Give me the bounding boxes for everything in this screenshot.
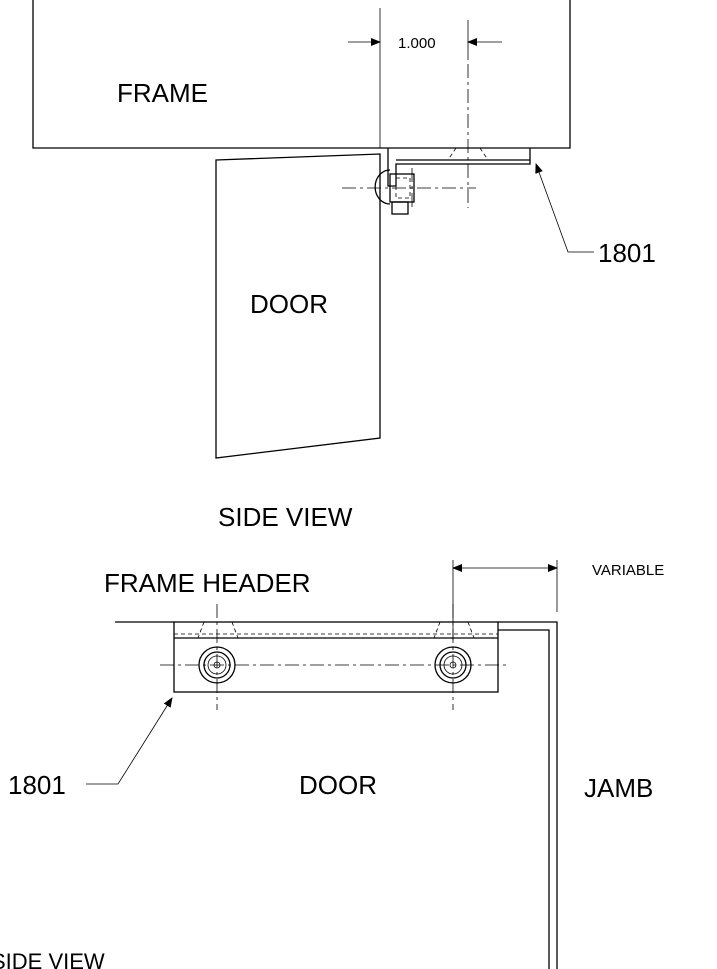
view-label-bottom: SIDE VIEW <box>0 949 105 969</box>
top-dimension-1000: 1.000 <box>348 8 502 148</box>
jamb-outer <box>498 621 558 969</box>
frame-label: FRAME <box>117 78 208 108</box>
plate-outline <box>173 621 499 693</box>
dim-value-1000: 1.000 <box>398 35 436 52</box>
door-label-bottom: DOOR <box>299 770 377 800</box>
screw-nut <box>391 201 409 215</box>
jamb-label: JAMB <box>584 773 653 803</box>
frame-header-label: FRAME HEADER <box>104 568 311 598</box>
countersink-hidden <box>447 147 489 161</box>
bottom-side-view: FRAME HEADER VARIABLE <box>0 560 664 969</box>
part-number-top: 1801 <box>598 238 656 268</box>
pivot-screw <box>374 169 415 215</box>
screw-hidden <box>395 177 411 199</box>
screw-head <box>374 169 391 205</box>
countersink-right-hidden <box>433 621 475 639</box>
part-leader-top <box>535 163 594 253</box>
frame-outline <box>32 0 571 149</box>
variable-dimension: VARIABLE <box>452 560 664 640</box>
jamb-inner <box>498 629 550 969</box>
door-label-top: DOOR <box>250 289 328 319</box>
part-leader-bottom <box>86 697 173 785</box>
view-label-top: SIDE VIEW <box>218 502 353 532</box>
top-side-view: 1.000 DOOR FRAME 1801 SIDE VI <box>32 0 656 532</box>
hinge-bracket <box>387 147 531 187</box>
variable-label: VARIABLE <box>592 562 664 579</box>
door-outline <box>215 153 381 459</box>
part-number-bottom: 1801 <box>8 770 66 800</box>
hinge-plate <box>173 621 499 693</box>
countersink-left-hidden <box>197 621 239 639</box>
bracket-outline <box>387 148 531 187</box>
